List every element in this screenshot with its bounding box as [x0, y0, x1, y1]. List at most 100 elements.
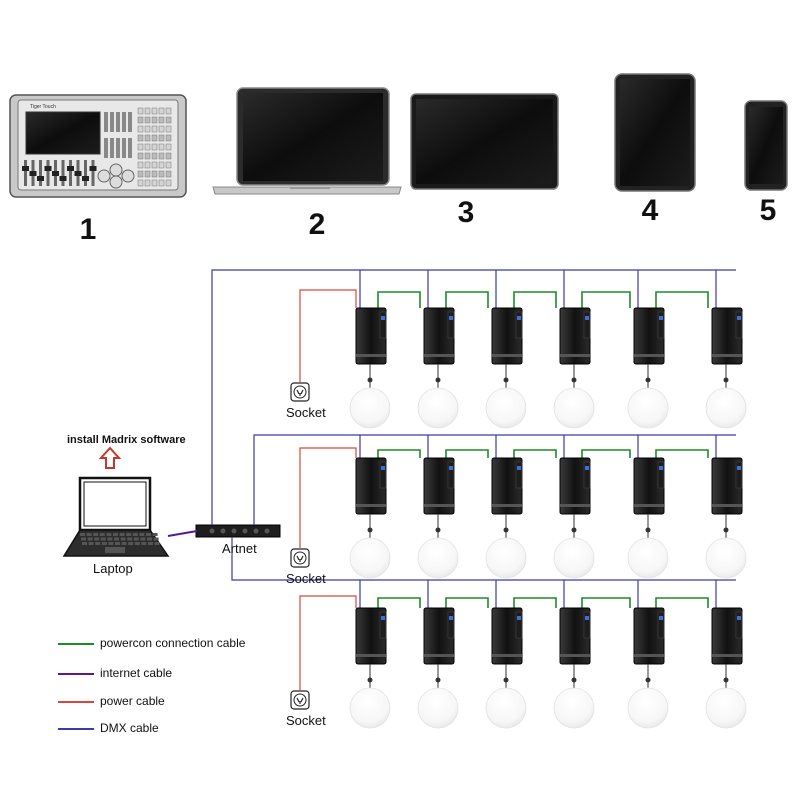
artnet-port — [231, 528, 237, 534]
winch-stripe — [634, 654, 664, 657]
socket-pin — [300, 555, 304, 561]
winch-fixture — [627, 607, 669, 729]
console-key — [144, 161, 151, 169]
artnet-port — [220, 528, 226, 534]
console-key — [165, 161, 172, 169]
artnet-port — [253, 528, 259, 534]
legend-item-powercon: powercon connection cable — [58, 636, 318, 652]
winch-panel — [735, 311, 743, 339]
wire-hook — [367, 677, 373, 683]
winch-fixture — [349, 607, 391, 729]
fixture-layer — [349, 307, 747, 729]
winch-fixture — [485, 607, 527, 729]
winch-stripe — [560, 504, 590, 507]
console-key — [151, 116, 158, 124]
console-key — [144, 143, 151, 151]
console-side-fader — [128, 138, 132, 158]
console-key — [151, 107, 158, 115]
console-key — [158, 134, 165, 142]
winch-panel — [379, 311, 387, 339]
console-side-fader — [104, 112, 108, 132]
console-key — [144, 134, 151, 142]
laptop-key — [120, 537, 126, 541]
console-fader-knob — [37, 176, 44, 181]
winch-stripe — [712, 354, 742, 357]
phone-device-icon — [744, 100, 788, 191]
console-side-fader — [116, 112, 120, 132]
legend-swatch — [58, 643, 94, 645]
console-fader — [61, 160, 65, 186]
dmx-cable-line — [359, 579, 736, 608]
winch-stripe — [634, 504, 664, 507]
winch-fixture — [553, 307, 595, 429]
monitor-device-icon — [410, 93, 559, 190]
winch-display — [659, 316, 663, 320]
console-key — [137, 179, 144, 187]
dmx-cable-line — [359, 269, 736, 308]
powercon-cable-line — [655, 597, 709, 608]
console-fader-knob — [44, 166, 52, 171]
artnet-node-icon — [195, 524, 281, 538]
wire-hook — [571, 527, 577, 533]
powercon-cable-line — [581, 597, 631, 608]
winch-display — [737, 316, 741, 320]
software-note: install Madrix software — [67, 434, 186, 446]
winch-display — [449, 616, 453, 620]
legend-item-internet: internet cable — [58, 666, 318, 682]
powercon-cable-line — [445, 291, 489, 308]
console-key — [144, 116, 151, 124]
led-ball — [485, 537, 527, 579]
console-side-fader — [128, 112, 132, 132]
console-fader — [69, 160, 72, 186]
laptop-key — [152, 533, 158, 536]
winch-stripe — [424, 354, 454, 357]
laptop-key — [141, 542, 147, 545]
console-key — [151, 143, 158, 151]
wire-hook — [723, 527, 729, 533]
winch-stripe — [560, 654, 590, 657]
wire-hook — [435, 527, 441, 533]
led-ball — [553, 687, 595, 729]
winch-display — [659, 616, 663, 620]
laptop-key — [153, 537, 159, 541]
led-ball — [627, 687, 669, 729]
powercon-cable-line — [513, 597, 557, 608]
socket-pin — [296, 555, 300, 561]
winch-fixture — [485, 457, 527, 579]
console-key — [137, 152, 144, 160]
device-number-5: 5 — [759, 194, 777, 227]
led-ball — [553, 537, 595, 579]
console-key — [151, 152, 158, 160]
winch-fixture — [349, 307, 391, 429]
wire-hook — [435, 677, 441, 683]
up-arrow-icon — [98, 446, 122, 469]
console-key — [144, 125, 151, 133]
console-fader — [39, 160, 42, 186]
winch-stripe — [424, 654, 454, 657]
console-side-fader — [104, 138, 108, 158]
legend-swatch — [58, 728, 94, 730]
console-key — [165, 179, 172, 187]
socket-ring — [293, 693, 307, 707]
power-cable-line — [299, 289, 357, 382]
winch-display — [517, 616, 521, 620]
winch-stripe — [356, 354, 386, 357]
winch-panel — [447, 311, 455, 339]
laptop-key — [81, 537, 86, 541]
led-ball — [349, 687, 391, 729]
wire-hook — [435, 377, 441, 383]
winch-stripe — [560, 354, 590, 357]
winch-panel — [379, 611, 387, 639]
console-key — [137, 107, 144, 115]
laptop-key — [121, 542, 127, 545]
console-fader-knob — [29, 171, 37, 176]
console-key — [158, 116, 165, 124]
laptop-key — [115, 542, 120, 545]
device-number-1: 1 — [79, 213, 97, 246]
console-side-fader — [110, 138, 114, 158]
console-key — [165, 125, 172, 133]
winch-display — [737, 466, 741, 470]
led-ball — [705, 537, 747, 579]
led-ball — [627, 387, 669, 429]
powercon-cable-line — [581, 449, 631, 458]
